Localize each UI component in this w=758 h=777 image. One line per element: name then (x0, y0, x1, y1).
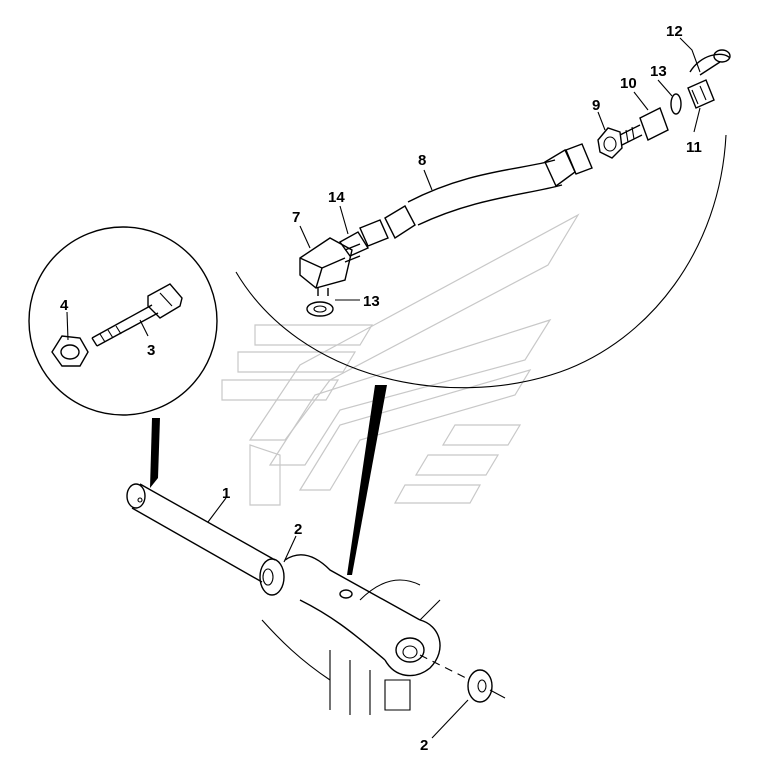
callout-14: 14 (328, 189, 345, 206)
detail-circle (28, 226, 218, 416)
nut-9 (597, 127, 623, 159)
washer-13-upper (670, 93, 682, 115)
hose-8 (384, 143, 593, 240)
detail-arc (235, 134, 727, 389)
callout-2-upper: 2 (294, 521, 302, 538)
adapter-14 (338, 219, 389, 257)
callout-10: 10 (620, 75, 637, 92)
washer-13-lower (306, 301, 334, 317)
leader-wedge-left (150, 418, 160, 488)
cap-12 (689, 49, 731, 76)
arm-casting (261, 554, 441, 715)
bolt-3 (91, 283, 183, 347)
callout-labels: 1 2 2 3 4 7 8 9 10 11 12 13 13 14 (60, 23, 702, 754)
callout-3: 3 (147, 342, 155, 359)
bushing-2-upper (259, 558, 285, 596)
callout-9: 9 (592, 97, 600, 114)
pin-1 (126, 483, 276, 583)
fitting-11 (687, 79, 715, 109)
watermark-logo (221, 213, 580, 506)
callout-2-lower: 2 (420, 737, 428, 754)
callout-7: 7 (292, 209, 300, 226)
elbow-fitting-7 (299, 237, 361, 296)
callout-4: 4 (60, 297, 69, 314)
leader-wedge-center (347, 385, 387, 575)
washer-2-lower (419, 654, 506, 703)
connector-10 (619, 107, 669, 146)
callout-1: 1 (222, 485, 230, 502)
callout-8: 8 (418, 152, 426, 169)
callout-13-upper: 13 (650, 63, 667, 80)
callout-11: 11 (686, 139, 702, 156)
nut-4 (51, 335, 89, 367)
leader-lines (66, 37, 701, 739)
callout-12: 12 (666, 23, 683, 40)
callout-13-lower: 13 (363, 293, 380, 310)
